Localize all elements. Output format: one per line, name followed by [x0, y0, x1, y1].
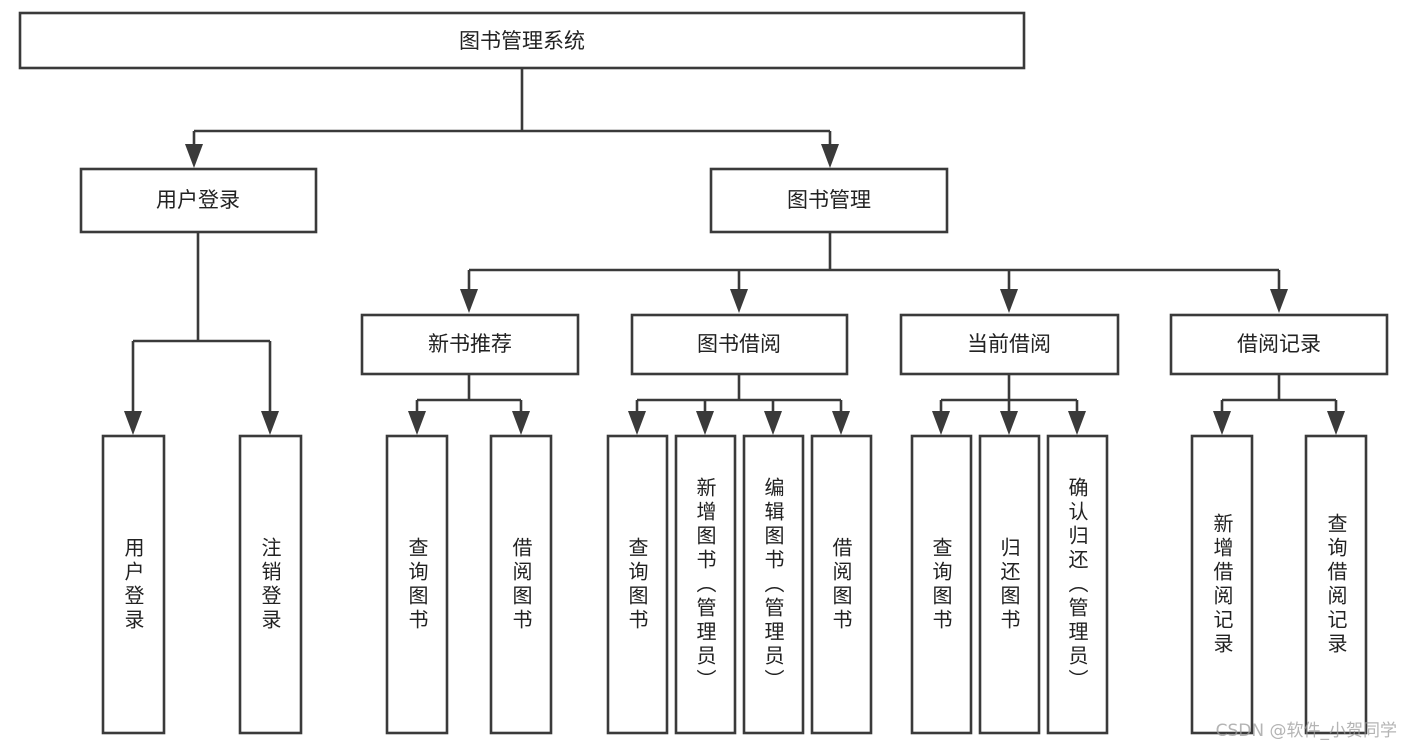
leaf-user-login-login[interactable]: 用户登录	[101, 434, 166, 735]
arrow-borrowrecord-leaf-1	[1213, 411, 1231, 435]
arrow-bookborrow-leaf-4	[832, 411, 850, 435]
leaf-borrow-record-query-label: 查询借阅记录	[1324, 513, 1348, 657]
arrow-borrowrecord-leaf-2	[1327, 411, 1345, 435]
node-book-management[interactable]: 图书管理	[709, 167, 949, 234]
node-root-system-label: 图书管理系统	[459, 29, 585, 53]
leaf-new-book-borrow-label: 借阅图书	[509, 537, 533, 633]
leaf-book-borrow-borrow-label: 借阅图书	[829, 537, 853, 633]
leaf-borrow-record-add[interactable]: 新增借阅记录	[1190, 434, 1254, 735]
node-new-book-recommend-box	[360, 313, 580, 376]
leaf-book-borrow-query-box	[606, 434, 669, 735]
arrow-currentborrow-leaf-3	[1068, 411, 1086, 435]
arrow-bookborrow-leaf-2	[696, 411, 714, 435]
leaf-borrow-record-query-box	[1304, 434, 1368, 735]
node-current-borrow-box	[899, 313, 1120, 376]
leaf-book-borrow-add[interactable]: 新增图书（管理员）	[674, 434, 737, 735]
arrow-userlogin-leaf-1	[124, 411, 142, 435]
arrow-newbook-leaf-1	[408, 411, 426, 435]
leaf-user-login-login-label: 用户登录	[121, 537, 145, 633]
leaf-book-borrow-query[interactable]: 查询图书	[606, 434, 669, 735]
node-new-book-recommend[interactable]: 新书推荐	[360, 313, 580, 376]
node-book-borrow-box	[630, 313, 849, 376]
connector-layer	[124, 68, 1345, 435]
arrow-bookmgmt-to-current-borrow	[1000, 289, 1018, 313]
leaf-current-borrow-query-label: 查询图书	[929, 537, 953, 633]
node-borrow-record-label: 借阅记录	[1237, 332, 1321, 356]
leaf-book-borrow-edit-box	[742, 434, 805, 735]
arrow-bookmgmt-to-borrow-record	[1270, 289, 1288, 313]
node-book-borrow[interactable]: 图书借阅	[630, 313, 849, 376]
node-user-login-box	[79, 167, 318, 234]
leaf-user-login-login-box	[101, 434, 166, 735]
node-borrow-record-box	[1169, 313, 1389, 376]
node-current-borrow-label: 当前借阅	[967, 332, 1051, 356]
leaf-current-borrow-query[interactable]: 查询图书	[910, 434, 973, 735]
arrow-bookborrow-leaf-1	[628, 411, 646, 435]
leaf-book-borrow-add-box	[674, 434, 737, 735]
leaf-user-login-logout[interactable]: 注销登录	[238, 434, 303, 735]
leaf-current-borrow-return[interactable]: 归还图书	[978, 434, 1041, 735]
leaf-current-borrow-confirm[interactable]: 确认归还（管理员）	[1046, 434, 1109, 735]
node-book-management-label: 图书管理	[787, 188, 871, 212]
arrow-root-to-user-login	[185, 144, 203, 168]
leaf-new-book-borrow[interactable]: 借阅图书	[489, 434, 553, 735]
leaf-user-login-logout-box	[238, 434, 303, 735]
node-book-management-box	[709, 167, 949, 234]
leaf-current-borrow-query-box	[910, 434, 973, 735]
arrow-root-to-book-mgmt	[821, 144, 839, 168]
leaf-current-borrow-return-box	[978, 434, 1041, 735]
node-borrow-record[interactable]: 借阅记录	[1169, 313, 1389, 376]
arrow-bookmgmt-to-new-book	[460, 289, 478, 313]
node-root-system[interactable]: 图书管理系统	[18, 11, 1026, 70]
leaf-book-borrow-borrow-box	[810, 434, 873, 735]
leaf-new-book-query-box	[385, 434, 449, 735]
leaf-book-borrow-edit-label: 编辑图书（管理员）	[761, 477, 785, 693]
node-current-borrow[interactable]: 当前借阅	[899, 313, 1120, 376]
leaf-borrow-record-add-label: 新增借阅记录	[1210, 513, 1234, 657]
leaf-current-borrow-return-label: 归还图书	[997, 537, 1021, 633]
node-root-system-box	[18, 11, 1026, 70]
arrow-newbook-leaf-2	[512, 411, 530, 435]
leaf-new-book-borrow-box	[489, 434, 553, 735]
arrow-currentborrow-leaf-1	[932, 411, 950, 435]
leaf-book-borrow-query-label: 查询图书	[625, 537, 649, 633]
node-user-login-label: 用户登录	[156, 188, 240, 212]
leaf-user-login-logout-label: 注销登录	[258, 537, 282, 633]
leaf-borrow-record-query[interactable]: 查询借阅记录	[1304, 434, 1368, 735]
leaf-new-book-query-label: 查询图书	[405, 537, 429, 633]
leaf-borrow-record-add-box	[1190, 434, 1254, 735]
leaf-book-borrow-borrow[interactable]: 借阅图书	[810, 434, 873, 735]
arrow-bookborrow-leaf-3	[764, 411, 782, 435]
leaf-current-borrow-confirm-box	[1046, 434, 1109, 735]
arrow-currentborrow-leaf-2	[1000, 411, 1018, 435]
node-user-login[interactable]: 用户登录	[79, 167, 318, 234]
leaf-book-borrow-add-label: 新增图书（管理员）	[693, 477, 717, 693]
node-book-borrow-label: 图书借阅	[697, 332, 781, 356]
leaf-book-borrow-edit[interactable]: 编辑图书（管理员）	[742, 434, 805, 735]
node-new-book-recommend-label: 新书推荐	[428, 332, 512, 356]
leaf-current-borrow-confirm-label: 确认归还（管理员）	[1065, 477, 1089, 693]
leaf-new-book-query[interactable]: 查询图书	[385, 434, 449, 735]
arrow-userlogin-leaf-2	[261, 411, 279, 435]
arrow-bookmgmt-to-book-borrow	[730, 289, 748, 313]
